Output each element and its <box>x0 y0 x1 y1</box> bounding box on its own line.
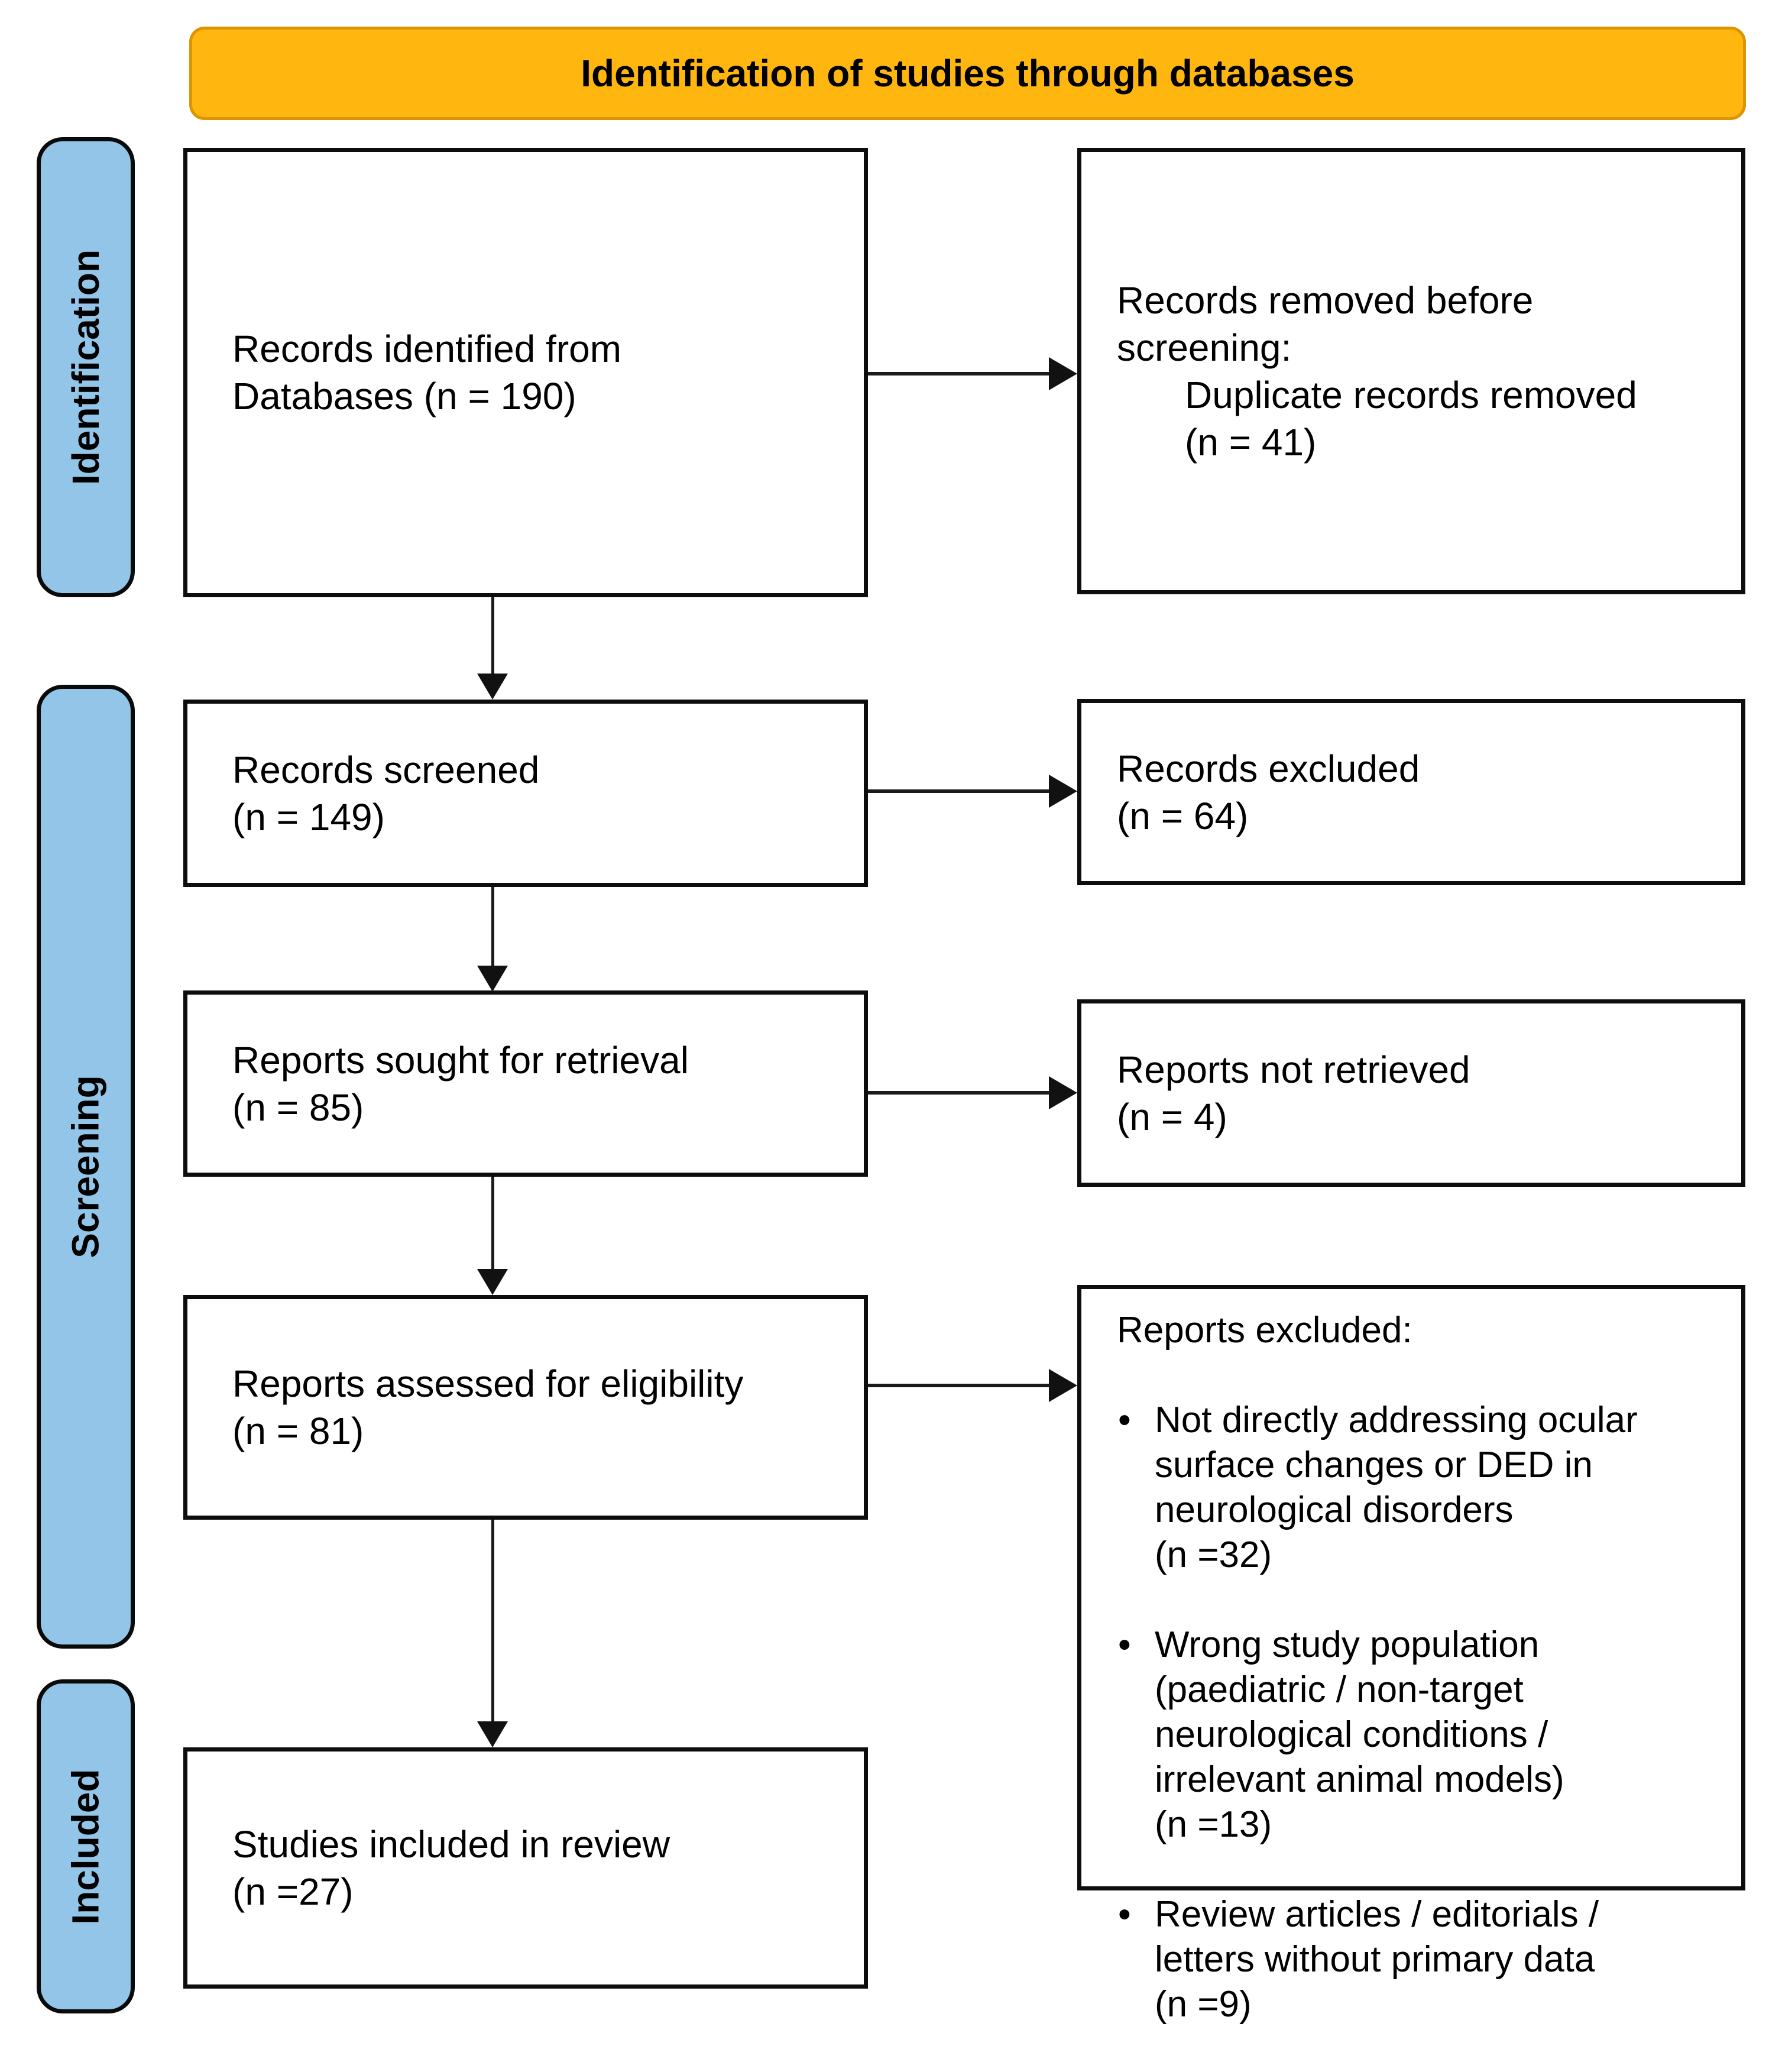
arrow-down-4-line <box>491 1520 494 1723</box>
stage-label-included: Included <box>37 1679 135 2013</box>
stage-label-identification: Identification <box>37 137 135 597</box>
arrow-right-3-line <box>868 1091 1050 1095</box>
arrow-down-1-head <box>477 674 508 700</box>
arrow-down-2-head <box>477 966 508 992</box>
box-reports-excluded-list: Not directly addressing ocular surface c… <box>1117 1353 1729 2072</box>
banner-title: Identification of studies through databa… <box>189 27 1746 120</box>
stage-label-identification-text: Identification <box>64 249 107 485</box>
box-reports-not-retrieved: Reports not retrieved (n = 4) <box>1077 999 1745 1187</box>
exclusion-reason-item: Review articles / editorials / letters w… <box>1117 1892 1729 2027</box>
arrow-right-4-line <box>868 1384 1050 1387</box>
box-records-screened-text: Records screened (n = 149) <box>232 748 540 838</box>
arrow-right-2-line <box>868 789 1050 793</box>
box-studies-included-text: Studies included in review (n =27) <box>232 1823 670 1913</box>
box-reports-excluded: Reports excluded: Not directly addressin… <box>1077 1285 1745 2025</box>
box-reports-not-retrieved-text: Reports not retrieved (n = 4) <box>1117 1048 1470 1138</box>
box-reports-sought-text: Reports sought for retrieval (n = 85) <box>232 1038 689 1129</box>
box-records-removed-detail: Duplicate records removed (n = 41) <box>1185 373 1637 464</box>
box-records-excluded: Records excluded (n = 64) <box>1077 699 1745 885</box>
arrow-down-1-line <box>491 597 494 675</box>
arrow-down-3-head <box>477 1269 508 1295</box>
exclusion-reason-item: Wrong study population (paediatric / non… <box>1117 1623 1729 1847</box>
arrow-right-1-line <box>868 372 1050 375</box>
box-studies-included: Studies included in review (n =27) <box>183 1747 868 1989</box>
box-reports-sought: Reports sought for retrieval (n = 85) <box>183 990 868 1177</box>
box-reports-excluded-title: Reports excluded: <box>1117 1310 1412 1351</box>
exclusion-reason-item: Not directly addressing ocular surface c… <box>1117 1398 1729 1578</box>
box-records-excluded-text: Records excluded (n = 64) <box>1117 747 1420 837</box>
box-reports-assessed: Reports assessed for eligibility (n = 81… <box>183 1295 868 1520</box>
box-records-screened: Records screened (n = 149) <box>183 700 868 887</box>
stage-label-screening-text: Screening <box>64 1075 107 1258</box>
box-reports-assessed-text: Reports assessed for eligibility (n = 81… <box>232 1362 744 1452</box>
banner-title-label: Identification of studies through databa… <box>581 52 1355 95</box>
arrow-right-4-head <box>1049 1369 1077 1402</box>
arrow-right-1-head <box>1049 357 1077 390</box>
arrow-down-2-line <box>491 887 494 967</box>
box-records-removed-title: Records removed before screening: <box>1117 279 1534 369</box>
arrow-down-3-line <box>491 1177 494 1270</box>
box-records-identified-text: Records identified from Databases (n = 1… <box>232 328 622 417</box>
box-records-identified: Records identified from Databases (n = 1… <box>183 148 868 597</box>
arrow-down-4-head <box>477 1721 508 1747</box>
box-records-removed: Records removed before screening: Duplic… <box>1077 148 1745 594</box>
stage-label-screening: Screening <box>37 685 135 1649</box>
arrow-right-2-head <box>1049 775 1077 808</box>
stage-label-included-text: Included <box>64 1768 107 1925</box>
arrow-right-3-head <box>1049 1076 1077 1109</box>
